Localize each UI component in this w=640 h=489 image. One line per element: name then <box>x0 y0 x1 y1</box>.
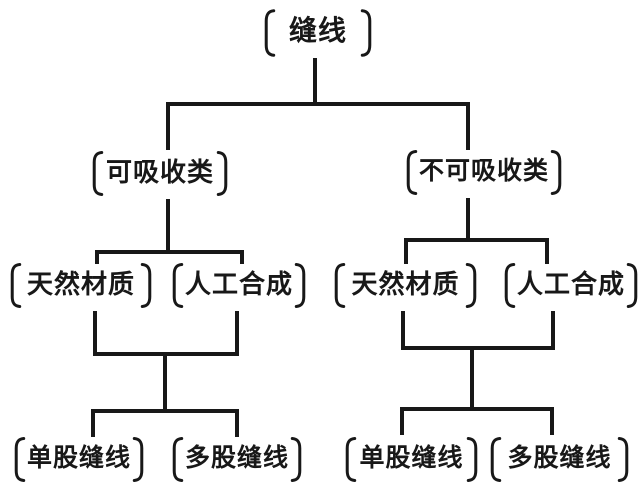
node-root: 缝线 <box>262 8 374 58</box>
right-bracket-icon <box>139 262 154 309</box>
left-bracket-icon <box>12 436 27 483</box>
right-bracket-icon <box>465 436 480 483</box>
node-label: 人工合成 <box>517 269 626 299</box>
right-bracket-icon <box>464 262 479 309</box>
right-bracket-icon <box>625 262 640 309</box>
node-multifilament-right: 多股缝线 <box>488 436 631 483</box>
node-label: 人工合成 <box>185 269 294 299</box>
node-synthetic-left: 人工合成 <box>170 262 300 309</box>
left-bracket-icon <box>170 436 185 483</box>
left-bracket-icon <box>90 150 105 197</box>
right-bracket-icon <box>616 436 631 483</box>
tree-edges <box>91 58 555 437</box>
left-bracket-icon <box>8 262 23 309</box>
node-label: 天然材质 <box>26 269 135 299</box>
left-bracket-icon <box>170 262 185 309</box>
node-label: 单股缝线 <box>27 445 132 472</box>
right-bracket-icon <box>549 149 564 196</box>
node-label: 缝线 <box>288 16 347 47</box>
node-label: 多股缝线 <box>507 445 612 472</box>
node-absorbable: 可吸收类 <box>90 150 230 197</box>
left-bracket-icon <box>343 436 358 483</box>
left-bracket-icon <box>404 149 419 196</box>
node-label: 天然材质 <box>351 269 460 299</box>
node-label: 可吸收类 <box>105 157 214 187</box>
left-bracket-icon <box>332 262 347 309</box>
node-monofilament-right: 单股缝线 <box>343 436 480 483</box>
node-synthetic-right: 人工合成 <box>502 262 626 309</box>
node-nonabsorbable: 不可吸收类 <box>404 149 560 196</box>
right-bracket-icon <box>359 8 374 58</box>
right-bracket-icon <box>293 262 308 309</box>
right-bracket-icon <box>215 150 230 197</box>
node-natural-right: 天然材质 <box>332 262 479 309</box>
node-multifilament-left: 多股缝线 <box>170 436 300 483</box>
node-label: 单股缝线 <box>359 445 464 472</box>
right-bracket-icon <box>131 436 146 483</box>
node-label: 不可吸收类 <box>419 158 550 185</box>
left-bracket-icon <box>502 262 517 309</box>
left-bracket-icon <box>262 8 277 58</box>
node-label: 多股缝线 <box>185 445 290 472</box>
left-bracket-icon <box>488 436 503 483</box>
node-monofilament-left: 单股缝线 <box>12 436 142 483</box>
right-bracket-icon <box>289 436 304 483</box>
node-natural-left: 天然材质 <box>8 262 154 309</box>
